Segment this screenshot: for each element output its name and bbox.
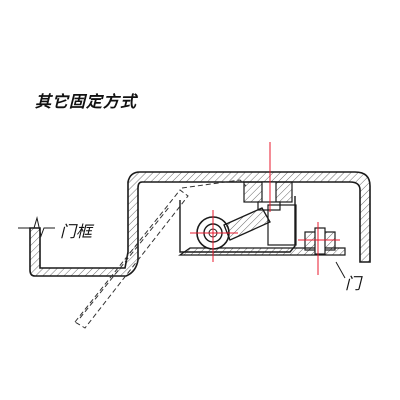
latch-bracket — [179, 196, 296, 253]
door-label: 门 — [345, 274, 362, 293]
latch-arm — [223, 207, 271, 241]
center-lines — [190, 142, 340, 275]
door-frame-label: 门框 — [60, 222, 93, 241]
frame-bolt — [243, 181, 297, 246]
door-frame-profile — [29, 171, 371, 277]
break-line — [18, 216, 55, 238]
diagram-title: 其它固定方式 — [35, 92, 138, 111]
door-bolt — [304, 227, 336, 255]
door-open-phantom — [74, 179, 247, 329]
door-leader — [335, 261, 346, 279]
